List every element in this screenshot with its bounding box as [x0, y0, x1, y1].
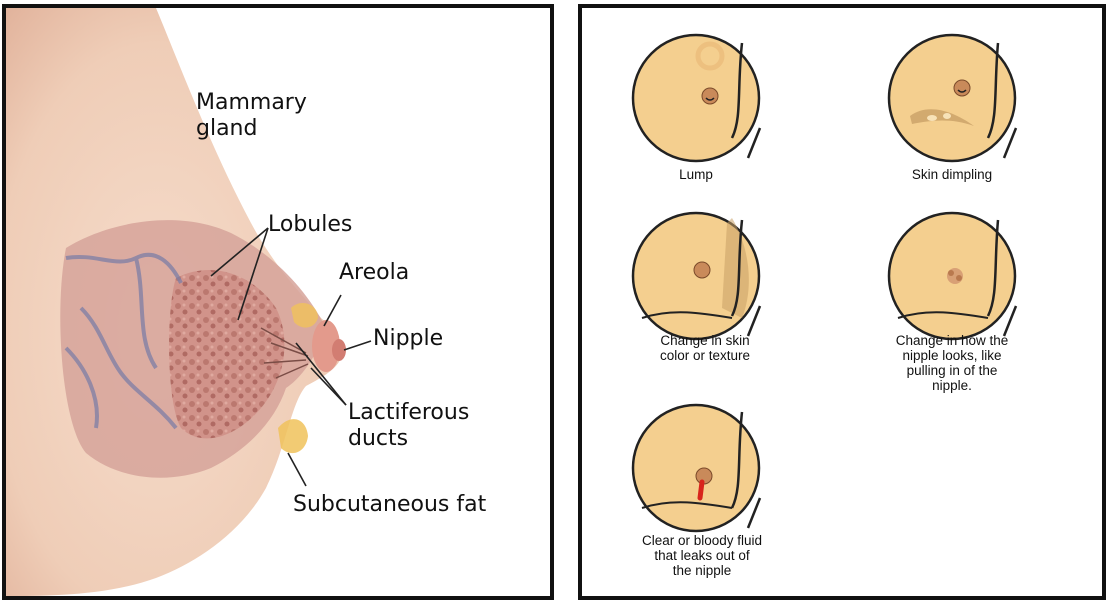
- caption-nipple-change: Change in how the nipple looks, like pul…: [870, 334, 1034, 393]
- symptom-lump-illustration: [633, 35, 760, 161]
- symptoms-panel: Lump Skin dimpling Change in skin color …: [578, 4, 1106, 600]
- fat-patch: [278, 419, 308, 453]
- caption-skin-texture: Change in skin color or texture: [630, 334, 780, 364]
- label-lobules: Lobules: [268, 212, 352, 238]
- symptom-nipple-discharge-illustration: [633, 405, 760, 531]
- label-areola: Areola: [339, 260, 409, 286]
- symptom-illustrations: [582, 8, 1106, 600]
- symptom-skin-dimpling-illustration: [889, 35, 1016, 161]
- caption-nipple-discharge: Clear or bloody fluid that leaks out of …: [618, 534, 786, 579]
- caption-skin-dimpling: Skin dimpling: [882, 168, 1022, 183]
- anatomy-panel: Mammary gland Lobules Areola Nipple Lact…: [2, 4, 554, 600]
- label-lactiferous-ducts: Lactiferous ducts: [348, 400, 469, 453]
- label-mammary-gland: Mammary gland: [196, 90, 307, 143]
- symptom-nipple-change-illustration: [889, 213, 1016, 339]
- caption-lump: Lump: [646, 168, 746, 183]
- nipple: [332, 339, 346, 361]
- symptom-skin-texture-illustration: [633, 213, 760, 339]
- label-subcutaneous-fat: Subcutaneous fat: [293, 492, 486, 518]
- label-nipple: Nipple: [373, 326, 443, 352]
